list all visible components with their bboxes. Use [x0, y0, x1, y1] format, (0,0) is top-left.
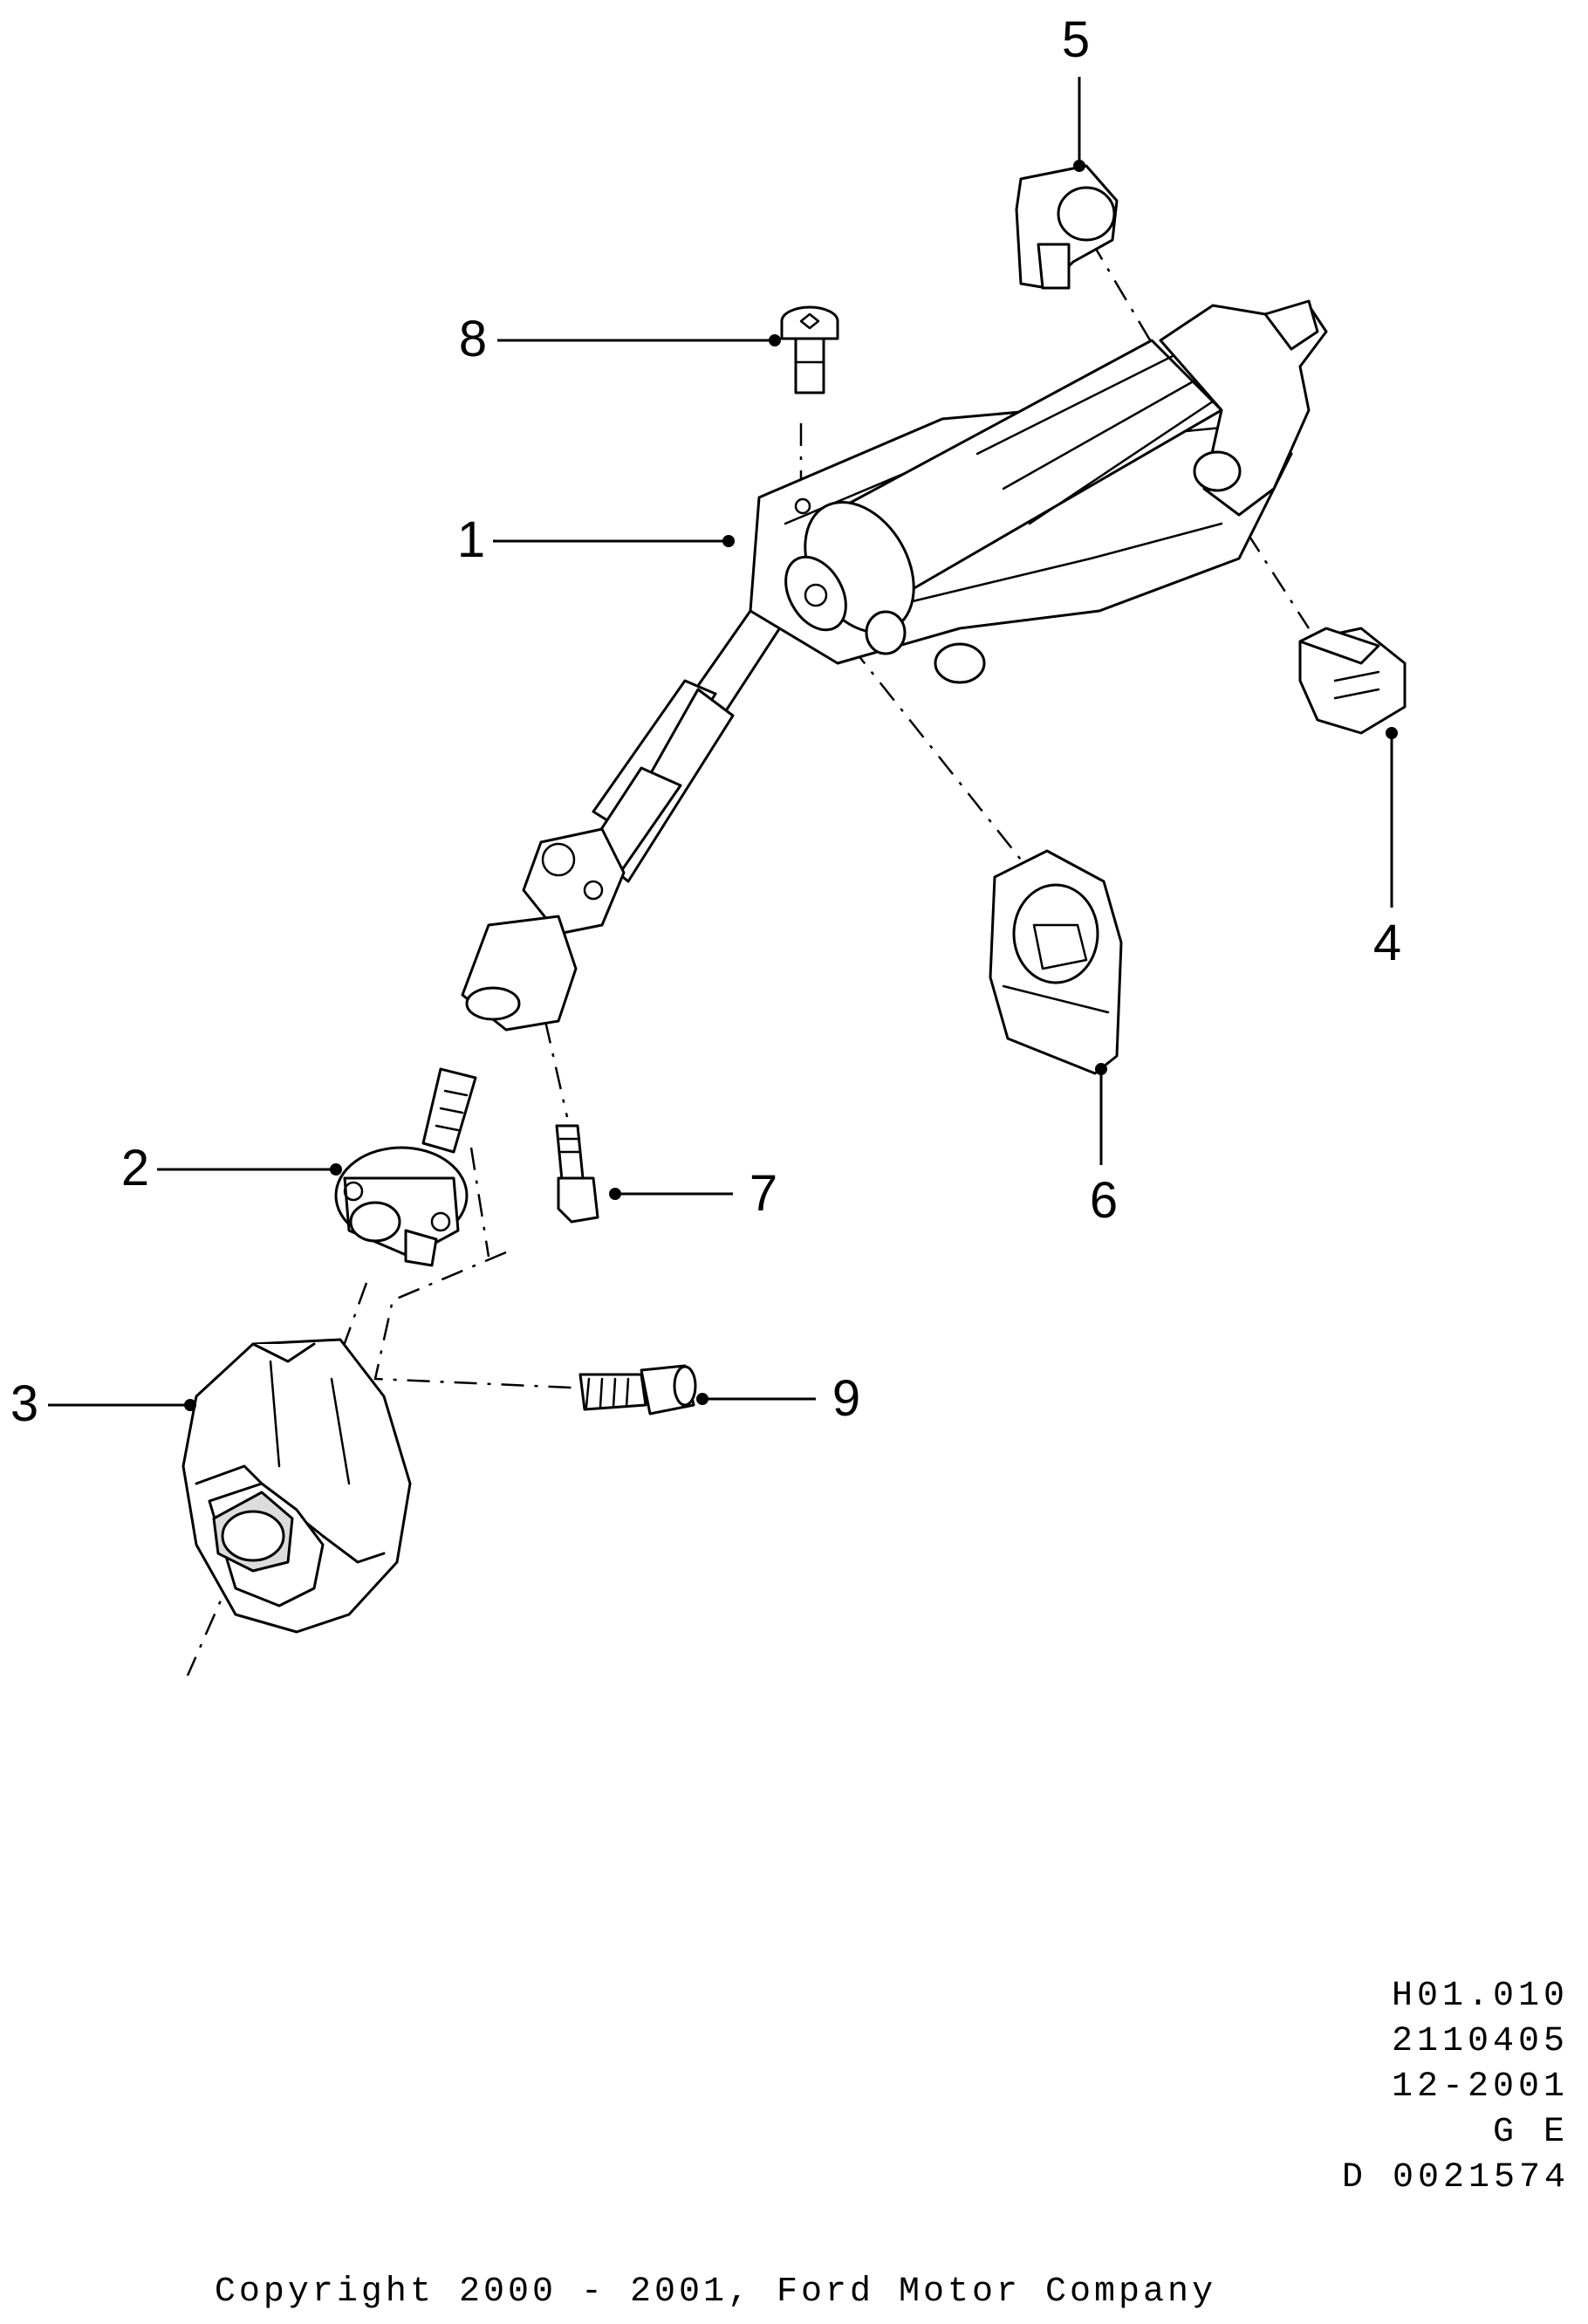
callout-9: 9 [832, 1370, 860, 1427]
socket-head-bolt [578, 1364, 697, 1416]
callout-7: 7 [750, 1165, 777, 1222]
callout-leaders [48, 77, 1398, 1411]
universal-joint [461, 827, 626, 1032]
pinch-bolt [555, 1124, 599, 1224]
callout-3: 3 [10, 1375, 38, 1432]
reference-date: 12-2001 [1391, 2067, 1569, 2107]
callout-5: 5 [1062, 11, 1090, 68]
retaining-clip [1015, 164, 1119, 290]
torx-bolt [780, 305, 839, 394]
callout-1: 1 [457, 511, 485, 568]
reference-number: 2110405 [1391, 2022, 1569, 2061]
steering-column-assembly [565, 299, 1328, 901]
column-boot-seal [181, 1338, 412, 1634]
copyright-notice: Copyright 2000 - 2001, Ford Motor Compan… [214, 2273, 1217, 2312]
callout-8: 8 [459, 311, 487, 367]
switch-connector [1298, 627, 1407, 735]
diagram-reference-block: H01.010 2110405 12-2001 G E D 0021574 C [1342, 1974, 1588, 2201]
bearing-flange [334, 1146, 469, 1267]
lower-spline-shaft [421, 1067, 477, 1154]
reference-drawing-id: D 0021574 C [1342, 2158, 1588, 2197]
reference-code: H01.010 [1391, 1977, 1569, 2016]
shroud-bracket [989, 849, 1123, 1075]
callout-2: 2 [121, 1140, 149, 1196]
callout-4: 4 [1373, 915, 1401, 971]
reference-region: G E [1492, 2113, 1569, 2152]
callout-6: 6 [1090, 1172, 1118, 1229]
